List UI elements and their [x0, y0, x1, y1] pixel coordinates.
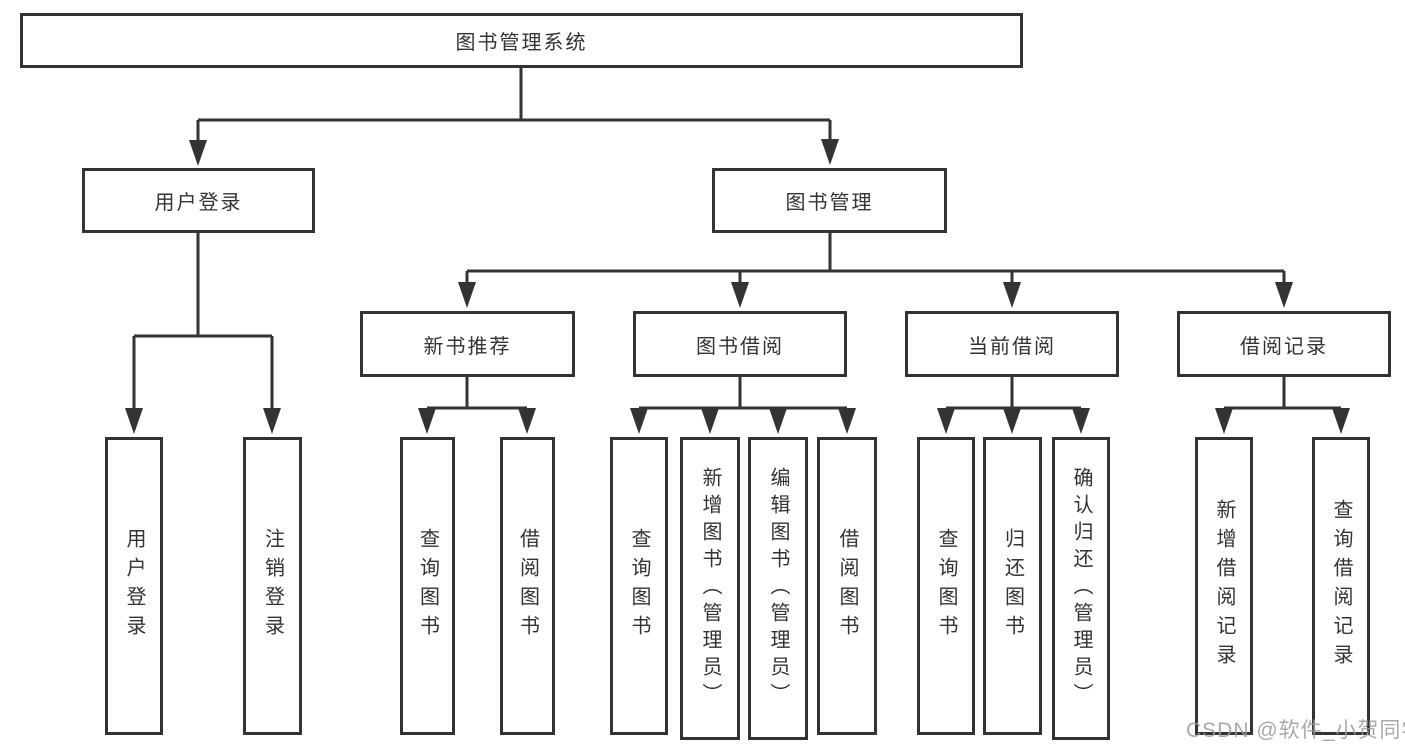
leaf-query-books-borrow: 查询图书: [610, 437, 668, 735]
leaf-logout: 注销登录: [243, 437, 302, 735]
node-book-management: 图书管理: [712, 168, 947, 233]
leaf-return-books: 归还图书: [983, 437, 1042, 735]
leaf-borrow-books-recommend: 借阅图书: [500, 437, 555, 735]
node-borrow-records: 借阅记录: [1177, 311, 1391, 377]
leaf-confirm-return-admin: 确认归还（管理员）: [1052, 437, 1110, 740]
leaf-add-borrow-record: 新增借阅记录: [1195, 437, 1253, 735]
watermark: CSDN @软件_小贺同学: [1186, 719, 1405, 742]
leaf-edit-books-admin: 编辑图书（管理员）: [748, 437, 808, 740]
node-root-library-system: 图书管理系统: [20, 13, 1023, 68]
leaf-borrow-books: 借阅图书: [817, 437, 877, 735]
leaf-query-borrow-record: 查询借阅记录: [1312, 437, 1370, 735]
leaf-query-books-recommend: 查询图书: [400, 437, 455, 735]
leaf-query-books-current: 查询图书: [917, 437, 975, 735]
leaf-user-login: 用户登录: [105, 437, 163, 735]
leaf-add-books-admin: 新增图书（管理员）: [680, 437, 740, 740]
node-user-login: 用户登录: [82, 168, 315, 233]
node-new-book-recommend: 新书推荐: [360, 311, 575, 377]
node-book-borrow: 图书借阅: [633, 311, 847, 377]
node-current-borrow: 当前借阅: [905, 311, 1119, 377]
